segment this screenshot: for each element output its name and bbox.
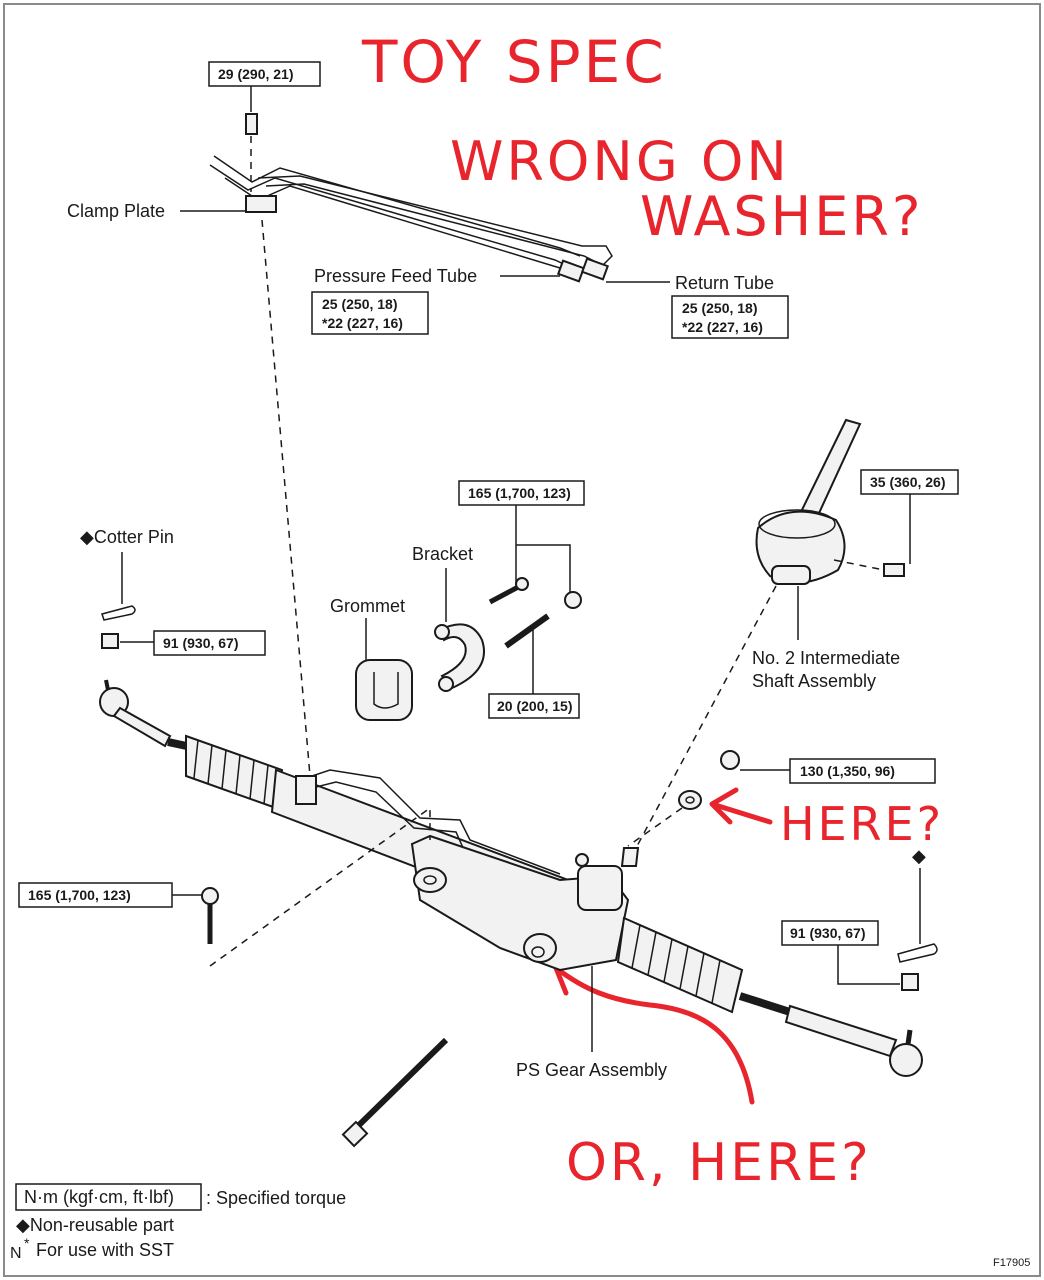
bracket-nut bbox=[564, 591, 582, 609]
legend-unit-box bbox=[15, 1183, 202, 1211]
legend-unit: N·m (kgf·cm, ft·lbf) bbox=[24, 1187, 174, 1207]
legend: N·m (kgf·cm, ft·lbf) : Specified torque … bbox=[10, 1183, 346, 1262]
gear-long-bolt bbox=[353, 1037, 449, 1131]
bracket-bolt bbox=[515, 577, 529, 591]
shaft-bolt bbox=[883, 563, 905, 577]
grommet-group: Grommet bbox=[330, 596, 413, 721]
torque-return-1: 25 (250, 18) bbox=[682, 300, 758, 316]
torque-right-nut: 91 (930, 67) bbox=[790, 925, 866, 941]
washer bbox=[678, 790, 702, 810]
mount-nut-group: 130 (1,350, 96) bbox=[627, 750, 936, 847]
legend-sst: For use with SST bbox=[36, 1240, 174, 1260]
label-cotter-pin: ◆Cotter Pin bbox=[80, 527, 174, 547]
annotation-line-3: WASHER? bbox=[640, 185, 924, 248]
right-cotter-pin-group: ◆ 91 (930, 67) bbox=[781, 846, 938, 991]
torque-box-return bbox=[671, 295, 789, 339]
torque-mount-nut: 130 (1,350, 96) bbox=[800, 763, 895, 779]
clamp-plate-callout: Clamp Plate bbox=[67, 201, 246, 221]
pressure-feed-callout: Pressure Feed Tube 25 (250, 18) *22 (227… bbox=[311, 266, 560, 335]
torque-left-nut: 91 (930, 67) bbox=[163, 635, 239, 651]
legend-unit-desc: : Specified torque bbox=[206, 1188, 346, 1208]
return-tube-callout: Return Tube 25 (250, 18) *22 (227, 16) bbox=[606, 273, 789, 339]
right-cotter-pin bbox=[897, 943, 938, 963]
left-castle-nut bbox=[101, 633, 119, 649]
pinion-valve-housing bbox=[577, 865, 623, 911]
clamp-bolt bbox=[245, 113, 258, 135]
torque-return-2: *22 (227, 16) bbox=[682, 319, 763, 335]
left-bolt-callout: 165 (1,700, 123) bbox=[18, 882, 219, 944]
torque-pressure-1: 25 (250, 18) bbox=[322, 296, 398, 312]
stud bbox=[504, 613, 550, 649]
bracket-group: Bracket bbox=[412, 544, 485, 692]
legend-sst-star: * bbox=[24, 1235, 30, 1251]
torque-bracket-bolt: 165 (1,700, 123) bbox=[468, 485, 571, 501]
intermediate-shaft-group: 35 (360, 26) No. 2 Intermediate Shaft As… bbox=[635, 418, 959, 849]
label-ps-gear-assembly: PS Gear Assembly bbox=[516, 1060, 667, 1080]
annotation-line-1: TOY SPEC bbox=[361, 28, 667, 96]
mount-nut bbox=[720, 750, 740, 770]
intermediate-shaft bbox=[796, 418, 862, 526]
annotation-line-2: WRONG ON bbox=[450, 130, 790, 193]
torque-box-left-bolt bbox=[18, 882, 173, 908]
right-tie-rod-end bbox=[889, 1043, 923, 1077]
torque-stud: 20 (200, 15) bbox=[497, 698, 573, 714]
legend-nonreusable-text: Non-reusable part bbox=[30, 1215, 174, 1235]
pressure-tube-fitting bbox=[556, 259, 586, 283]
torque-left-bolt: 165 (1,700, 123) bbox=[28, 887, 131, 903]
pinion-input-shaft bbox=[620, 847, 640, 867]
return-tube-fitting bbox=[580, 257, 610, 281]
clamp-bolt-group: 29 (290, 21) bbox=[208, 61, 321, 192]
annotation-here-a: HERE? bbox=[780, 797, 944, 851]
label-intermediate-shaft-2: Shaft Assembly bbox=[752, 671, 876, 691]
torque-clamp-bolt: 29 (290, 21) bbox=[218, 66, 294, 82]
grommet bbox=[355, 659, 413, 721]
torque-box-right-nut bbox=[781, 920, 879, 946]
torque-box-left-nut bbox=[153, 630, 266, 656]
legend-nonreusable: ◆Non-reusable part bbox=[16, 1215, 174, 1235]
label-intermediate-shaft-1: No. 2 Intermediate bbox=[752, 648, 900, 668]
torque-box-pressure bbox=[311, 291, 429, 335]
torque-box-stud bbox=[488, 693, 580, 719]
diagram-frame bbox=[3, 3, 1041, 1277]
torque-box-shaft-bolt bbox=[860, 469, 959, 495]
label-return-tube: Return Tube bbox=[675, 273, 774, 293]
clamp-plate bbox=[245, 195, 277, 213]
right-nonreusable-mark: ◆ bbox=[912, 846, 926, 866]
bracket-bolt-callout: 165 (1,700, 123) bbox=[458, 480, 585, 694]
left-mount-boss bbox=[413, 867, 447, 893]
torque-box-bracket-bolt bbox=[458, 480, 585, 506]
torque-box-clamp-bolt bbox=[208, 61, 321, 87]
stud-callout: 20 (200, 15) bbox=[488, 693, 580, 719]
right-castle-nut bbox=[901, 973, 919, 991]
intermediate-shaft-joint bbox=[755, 510, 846, 584]
ps-gear-callout: PS Gear Assembly bbox=[516, 966, 667, 1080]
label-pressure-feed-tube: Pressure Feed Tube bbox=[314, 266, 477, 286]
left-cotter-pin-group: ◆Cotter Pin 91 (930, 67) bbox=[80, 527, 266, 656]
annotation-here-b: OR, HERE? bbox=[566, 1133, 872, 1193]
legend-sst-mark: N bbox=[10, 1245, 22, 1262]
figure-id: F17905 bbox=[993, 1257, 1030, 1269]
torque-box-mount-nut bbox=[789, 758, 936, 784]
torque-shaft-bolt: 35 (360, 26) bbox=[870, 474, 946, 490]
label-clamp-plate: Clamp Plate bbox=[67, 201, 165, 221]
right-rack-boot bbox=[616, 916, 744, 1014]
handwritten-annotations: TOY SPEC WRONG ON WASHER? HERE? OR, HERE… bbox=[361, 28, 944, 1193]
right-tie-rod bbox=[784, 1004, 898, 1058]
clamp-bracket-on-rack bbox=[295, 775, 317, 805]
left-mount-bolt-head bbox=[201, 887, 219, 905]
left-cotter-pin bbox=[101, 605, 136, 621]
tube-assembly bbox=[209, 155, 613, 283]
ps-gear-assembly bbox=[99, 679, 923, 1148]
label-grommet: Grommet bbox=[330, 596, 405, 616]
label-bracket: Bracket bbox=[412, 544, 473, 564]
label-cotter-pin-text: Cotter Pin bbox=[94, 527, 174, 547]
torque-pressure-2: *22 (227, 16) bbox=[322, 315, 403, 331]
arrow-to-washer bbox=[709, 787, 773, 825]
